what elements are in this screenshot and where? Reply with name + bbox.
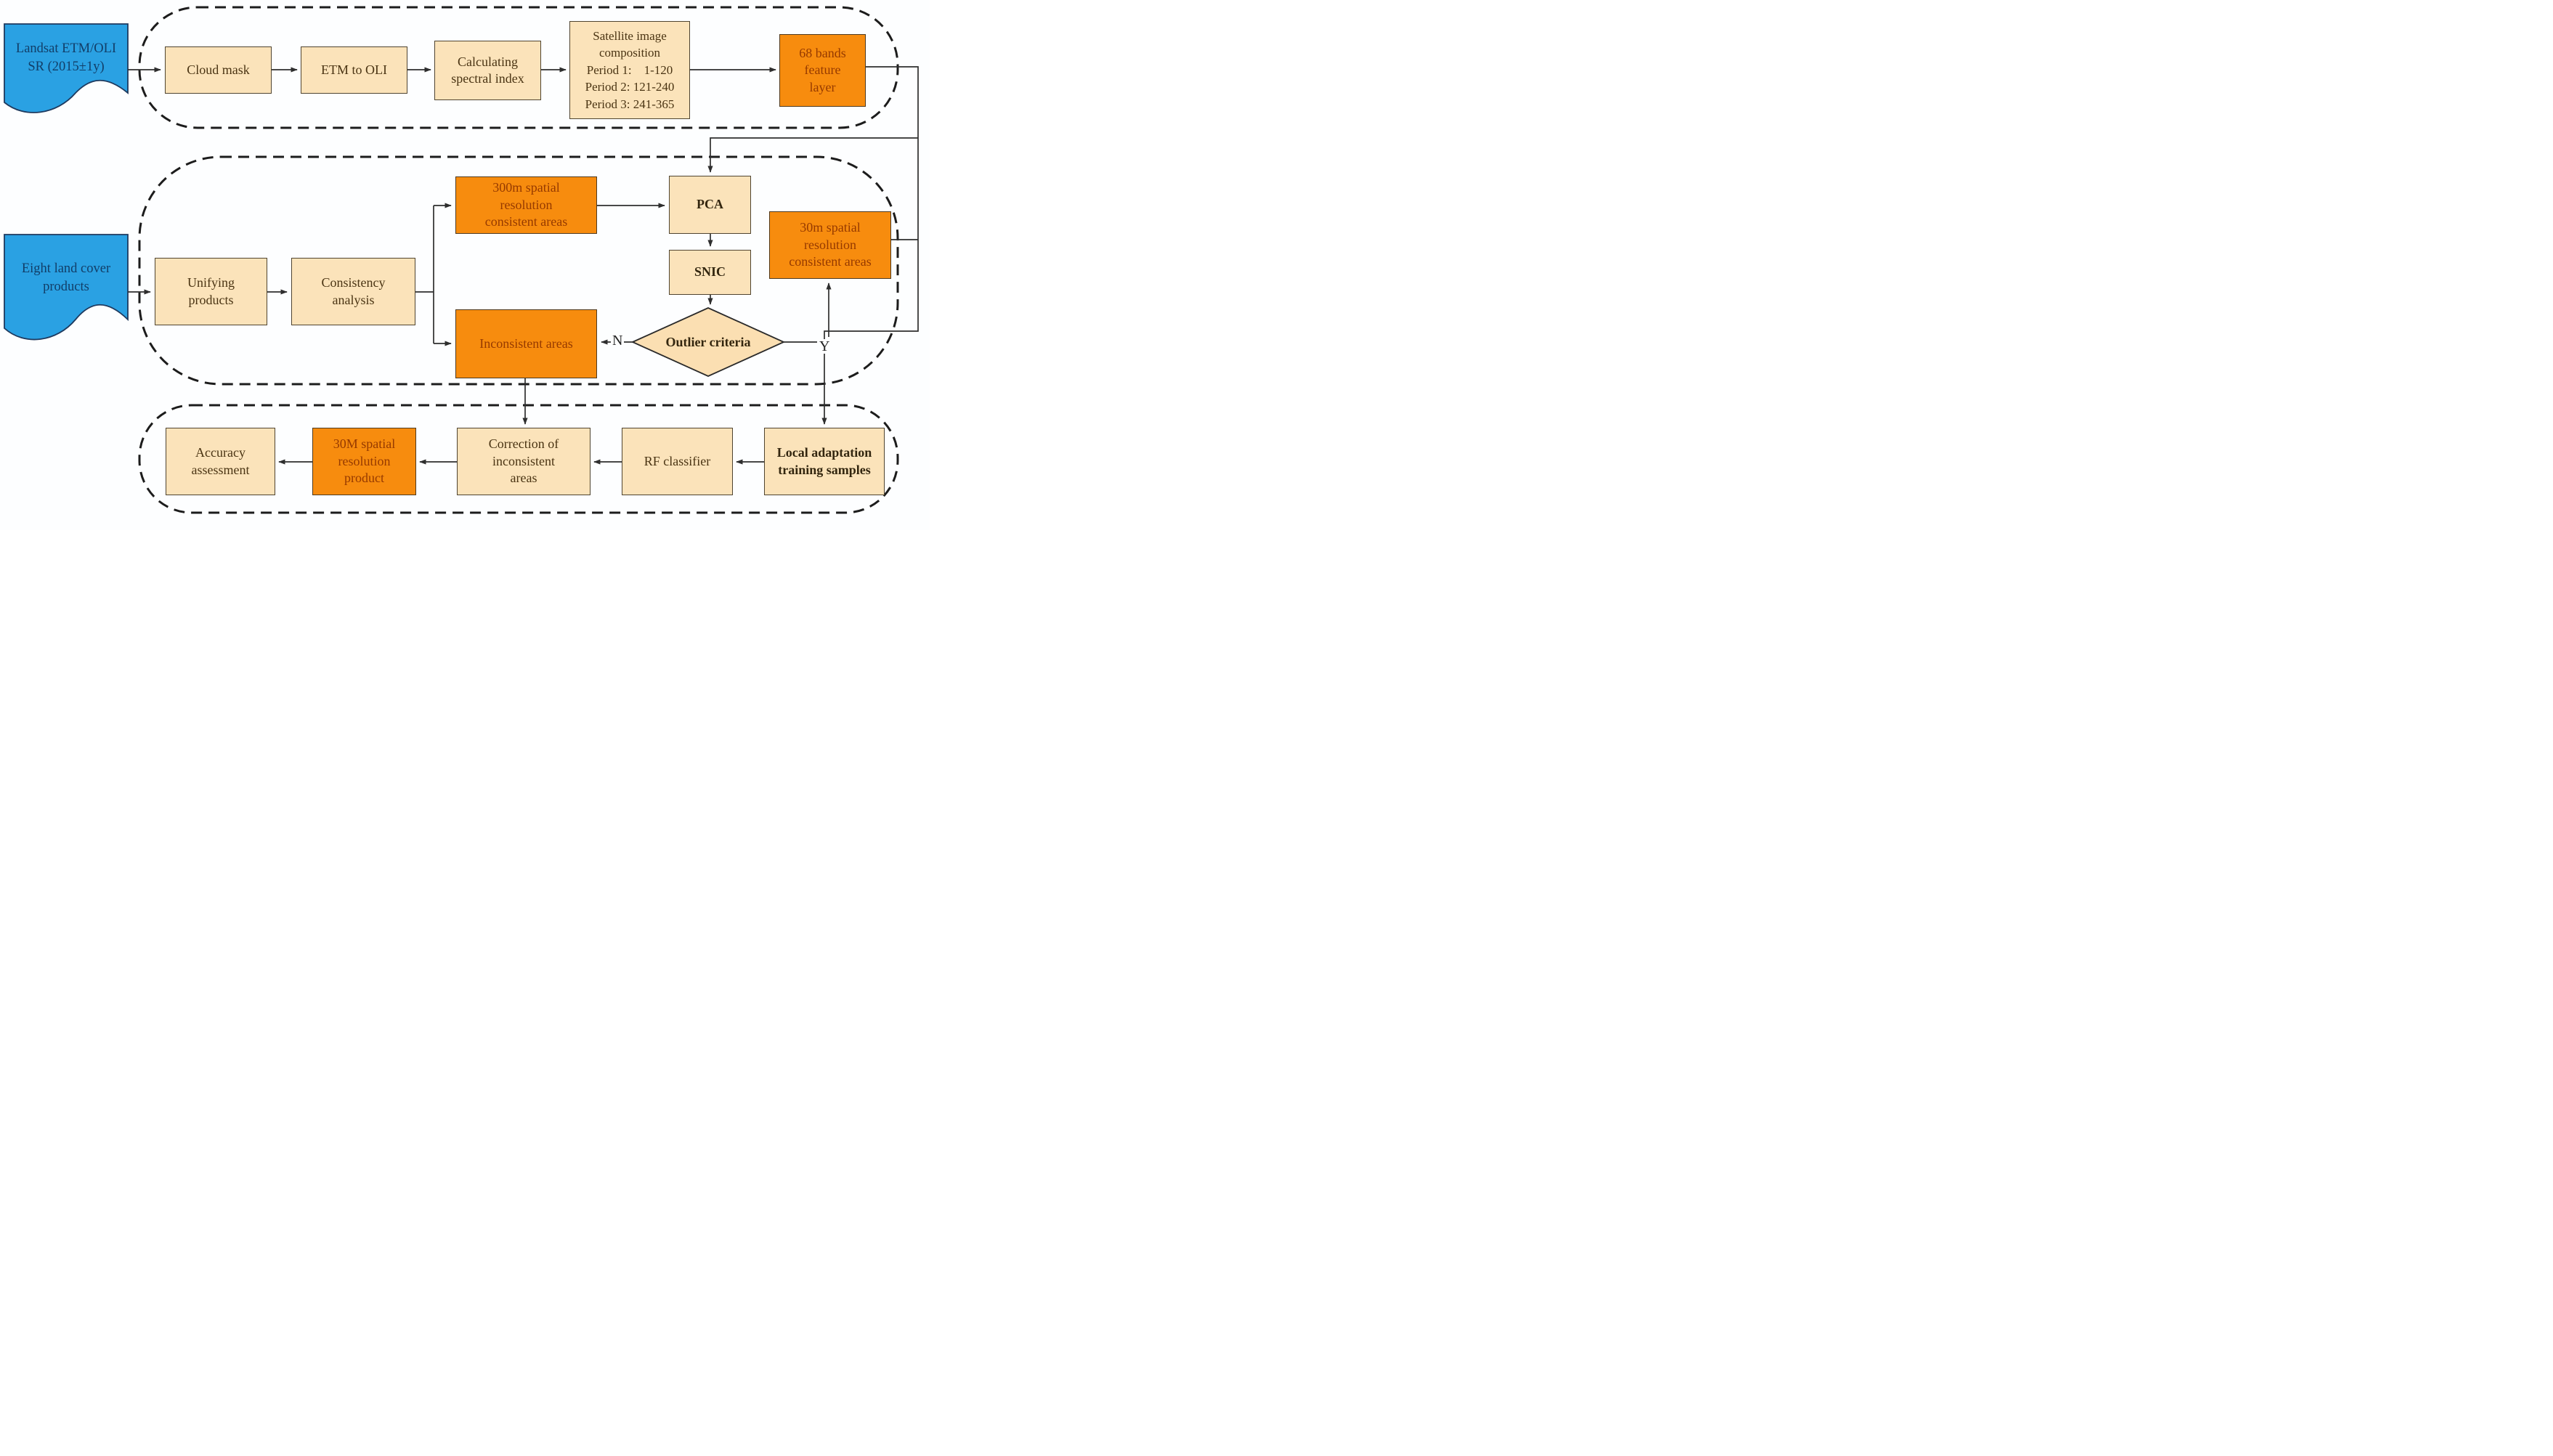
- node-correction-inconsistent: Correction of inconsistent areas: [457, 428, 590, 495]
- node-calculating-spectral-index: Calculating spectral index: [434, 41, 541, 100]
- document-land-cover-input: [4, 234, 129, 341]
- node-pca: PCA: [669, 176, 751, 234]
- flowchart-figure: Landsat ETM/OLI SR (2015±1y) Eight land …: [0, 0, 930, 530]
- node-satellite-composition: Satellite image composition Period 1: 1-…: [569, 21, 690, 119]
- node-consistency-analysis: Consistency analysis: [291, 258, 415, 325]
- container-feature-extraction: [138, 6, 899, 129]
- node-68-bands-feature-layer: 68 bands feature layer: [779, 34, 866, 107]
- node-rf-classifier: RF classifier: [622, 428, 733, 495]
- node-etm-to-oli: ETM to OLI: [301, 46, 407, 94]
- node-inconsistent-areas: Inconsistent areas: [455, 309, 597, 378]
- edge-label-no: N: [611, 333, 625, 349]
- node-outlier-criteria: Outlier criteria: [665, 334, 751, 349]
- document-landsat-input: [4, 23, 129, 113]
- node-30m-consistent-areas: 30m spatial resolution consistent areas: [769, 211, 891, 279]
- node-snic: SNIC: [669, 250, 751, 295]
- node-landsat-input-label: Landsat ETM/OLI SR (2015±1y): [15, 41, 117, 74]
- edge-label-yes: Y: [818, 338, 832, 354]
- node-unifying-products: Unifying products: [155, 258, 267, 325]
- node-local-adaptation-samples: Local adaptation training samples: [764, 428, 885, 495]
- edge-68bands-to-local-adaptation: [821, 66, 919, 425]
- node-30m-product: 30M spatial resolution product: [312, 428, 416, 495]
- node-land-cover-input-label: Eight land cover products: [21, 261, 111, 294]
- node-accuracy-assessment: Accuracy assessment: [166, 428, 275, 495]
- container-classification: [138, 404, 899, 514]
- node-300m-consistent-areas: 300m spatial resolution consistent areas: [455, 176, 597, 234]
- edge-68bands-to-pca: [707, 137, 918, 173]
- flowchart-wires-layer: [4, 6, 919, 514]
- node-cloud-mask: Cloud mask: [165, 46, 272, 94]
- container-consistency-analysis: [138, 155, 899, 386]
